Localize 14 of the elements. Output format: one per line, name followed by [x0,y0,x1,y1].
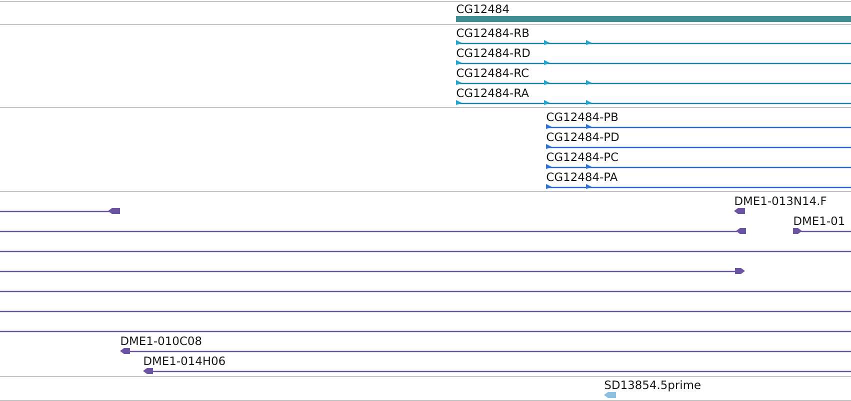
feature-label: CG12484-RD [456,48,530,58]
feature-label: CG12484-PA [546,172,618,182]
feature-label: DME1-013N14.F [735,196,826,206]
feature-label: CG12484-PC [546,152,618,162]
feature-label: CG12484-RA [456,88,529,98]
feature-label: CG12484 [456,4,509,14]
feature-label: DME1-01 [794,216,844,226]
feature-label: CG12484-PB [546,112,618,122]
feature-label: CG12484-PD [546,132,619,142]
feature-label: DME1-010C08 [121,336,202,346]
feature-label: CG12484-RB [456,28,529,38]
feature-label: DME1-014H06 [144,356,225,366]
feature-label: CG12484-RC [456,68,528,78]
feature-label: SD13854.5prime [604,380,700,392]
